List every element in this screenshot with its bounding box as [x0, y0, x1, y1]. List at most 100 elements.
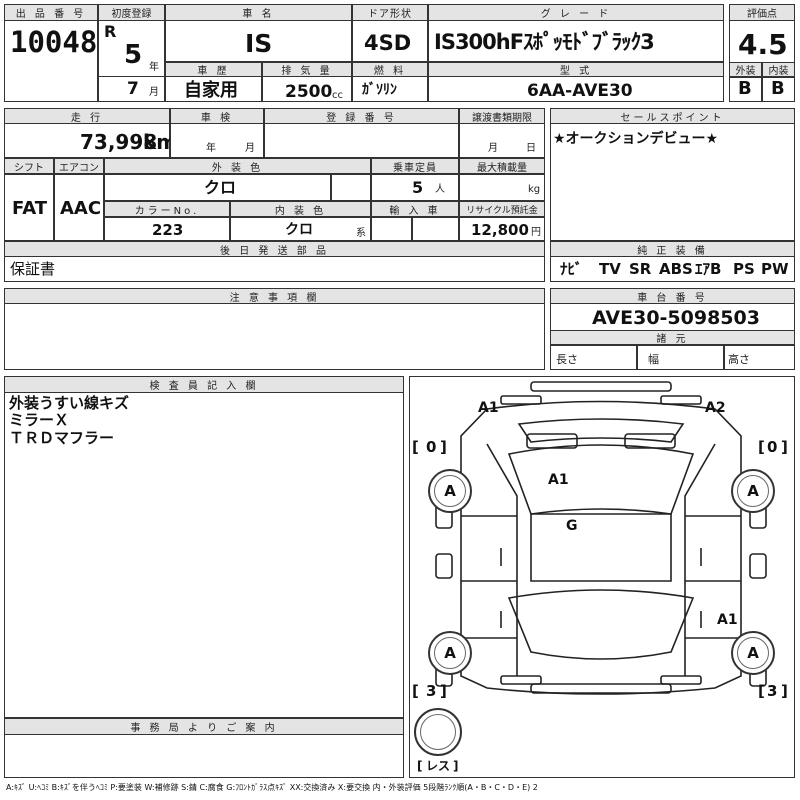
km-unit: km [143, 130, 178, 154]
int-label: 内装 [762, 62, 795, 77]
ext-box [729, 77, 762, 102]
selling-box [550, 108, 795, 241]
color-box-end [331, 174, 371, 201]
spec-height-box [724, 345, 795, 370]
colorno: 223 [152, 221, 184, 239]
inspector-label: 検 査 員 記 入 欄 [4, 376, 404, 393]
capacity-label: 乗車定員 [371, 158, 459, 174]
month-unit: 月 [149, 87, 159, 98]
era: R [104, 22, 117, 41]
office-label: 事 務 局 よ り ご 案 内 [4, 718, 404, 735]
later-parts: 保証書 [10, 260, 56, 278]
tread-rear-right-open: [ [758, 682, 765, 700]
tire-front-left: A [428, 469, 472, 513]
reg-month: 7 [127, 79, 139, 99]
shift-label: シフト [4, 158, 54, 174]
inspector-line-2: ミラーＸ [9, 411, 70, 429]
year-unit: 年 [149, 62, 159, 73]
tread-front-right-close: ] [781, 438, 788, 456]
model: 6AA-AVE30 [527, 81, 633, 101]
legend: A:ｷｽﾞ U:ﾍｺﾐ B:ｷｽﾞを伴うﾍｺﾐ P:要塗装 W:補修跡 S:錆 … [6, 783, 538, 792]
mileage: 73,998 [80, 130, 158, 154]
diagram-box [409, 376, 795, 778]
displacement-label: 排 気 量 [262, 62, 352, 77]
lot-number: 10048 [10, 25, 98, 59]
mileage-label: 走 行 [4, 108, 170, 124]
lot-label: 出 品 番 号 [4, 4, 98, 21]
color-box [104, 174, 331, 201]
recycle: 12,800 [471, 221, 529, 239]
capacity: 5 [412, 178, 424, 197]
reg-year: 5 [124, 40, 143, 70]
insp-year-unit: 年 [206, 143, 216, 154]
reg-no-label: 登 録 番 号 [264, 108, 459, 124]
load-unit: kg [528, 184, 541, 195]
notes-label: 注 意 事 項 欄 [4, 288, 545, 304]
recycle-label: リサイクル預託金 [459, 201, 545, 217]
car-name: IS [245, 29, 273, 58]
tire-front-right: A [731, 469, 775, 513]
interior-label: 内 装 色 [230, 201, 371, 217]
tread-rear-left-open: [ [412, 682, 419, 700]
spec-length: 長さ [556, 353, 578, 366]
equipment-label: 純 正 装 備 [550, 241, 795, 257]
spare-open: [ [417, 759, 423, 773]
spec-length-box [550, 345, 637, 370]
spare-label: レス [426, 759, 451, 773]
inspector-line-3: ＴＲＤマフラー [9, 429, 115, 447]
chassis-number: AVE30-5098503 [592, 307, 760, 329]
history: 自家用 [184, 80, 238, 101]
equip-sr: SR [629, 260, 652, 278]
tread-front-left-open: [ [412, 438, 419, 456]
transfer-day-unit: 日 [526, 143, 536, 154]
inspector-line-1: 外装うすい線キズ [9, 394, 130, 412]
grade-label: グ レ ー ド [428, 4, 724, 21]
fuel: ｶﾞｿﾘﾝ [362, 82, 397, 98]
spec-width-box [637, 345, 724, 370]
first-reg-label: 初度登録 [98, 4, 165, 21]
tire-rear-right: A [731, 631, 775, 675]
ac-box [54, 174, 104, 241]
spare-close: ] [453, 759, 459, 773]
equip-pw: PW [761, 260, 789, 278]
tread-front-left-close: ] [440, 438, 447, 456]
damage-glass: G [566, 518, 578, 534]
color-label: 外 装 色 [104, 158, 371, 174]
int-grade: B [771, 78, 785, 99]
color: クロ [204, 178, 237, 197]
grade: IS300hFｽﾎﾟｯﾓﾄﾞﾌﾞﾗｯｸ3 [434, 30, 655, 54]
recycle-box [459, 217, 545, 241]
recycle-unit: 円 [531, 227, 541, 238]
import-box [371, 217, 412, 241]
import-label: 輸 入 車 [371, 201, 459, 217]
spec-width: 幅 [648, 353, 659, 366]
door-label: ドア形状 [352, 4, 428, 21]
equip-abs: ABS [659, 260, 693, 278]
tire-rear-left: A [428, 631, 472, 675]
score: 4.5 [738, 28, 788, 61]
ac-label: エアコン [54, 158, 104, 174]
ext-label: 外装 [729, 62, 762, 77]
damage-hood: A1 [548, 472, 569, 488]
tread-rear-left: 3 [426, 682, 437, 700]
spec-label: 諸 元 [550, 330, 795, 345]
tread-front-left: 0 [426, 438, 437, 456]
tread-front-right-open: [ [758, 438, 765, 456]
month-divider [98, 76, 165, 77]
score-label: 評価点 [729, 4, 795, 21]
load-box [459, 174, 545, 201]
aircon: AAC [60, 198, 102, 219]
int-box [762, 77, 795, 102]
model-label: 型 式 [428, 62, 724, 77]
displacement: 2500 [285, 82, 333, 102]
transfer-month-unit: 月 [488, 143, 498, 154]
shift: FAT [12, 198, 48, 219]
transfer-label: 譲渡書類期限 [459, 108, 545, 124]
capacity-unit: 人 [435, 184, 445, 195]
colorno-box [104, 217, 230, 241]
equip-ps: PS [733, 260, 755, 278]
tread-front-right: 0 [767, 438, 778, 456]
door-type: 4SD [364, 31, 412, 55]
history-label: 車 歴 [165, 62, 262, 77]
chassis-label: 車 台 番 号 [550, 288, 795, 304]
